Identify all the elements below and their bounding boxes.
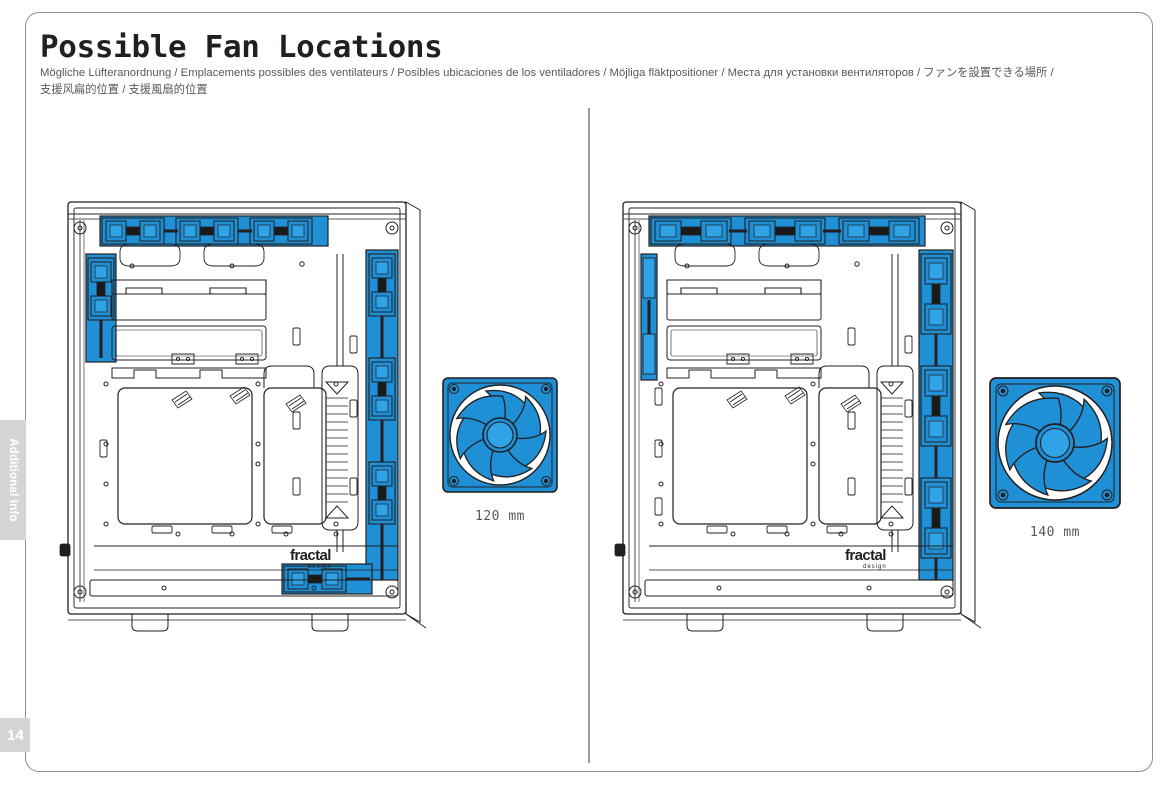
case-diagram-140mm: fractal design xyxy=(609,188,989,648)
fan-mount-front-column xyxy=(918,249,954,581)
fan-mount-top-row xyxy=(99,215,329,247)
brand-logo: fractal design xyxy=(290,547,332,570)
fan-140mm-label: 140 mm xyxy=(1030,525,1080,540)
panel-divider xyxy=(588,108,590,763)
fan-mount-front-column xyxy=(365,249,399,581)
fan-140mm: 140 mm xyxy=(987,375,1123,540)
fan-120mm: 120 mm xyxy=(440,375,560,524)
fan-120mm-label: 120 mm xyxy=(475,509,525,524)
case-diagram-120mm: fractal design xyxy=(54,188,434,648)
section-tab-additional-info[interactable]: Additional Info xyxy=(0,420,26,540)
subtitle-line-1: Mögliche Lüfteranordnung / Emplacements … xyxy=(40,67,1054,79)
section-tab-label: Additional Info xyxy=(7,438,19,522)
fan-mount-rear xyxy=(640,253,658,381)
svg-text:design: design xyxy=(308,564,332,570)
subtitle-line-2: 支援风扁的位置 / 支援風扇的位置 xyxy=(40,84,208,96)
page-title: Possible Fan Locations xyxy=(40,30,443,65)
svg-text:fractal: fractal xyxy=(290,547,331,564)
svg-text:design: design xyxy=(863,564,887,570)
panel-120mm: fractal design xyxy=(40,110,585,760)
fan-mount-rear xyxy=(85,253,117,363)
brand-logo: fractal design xyxy=(845,547,887,570)
page-subtitle: Mögliche Lüfteranordnung / Emplacements … xyxy=(40,65,1135,99)
panel-140mm: fractal design xyxy=(595,110,1140,760)
fan-mount-bottom xyxy=(281,563,373,595)
page-number-badge: 14 xyxy=(0,718,30,752)
page-number-label: 14 xyxy=(7,727,24,744)
svg-text:fractal: fractal xyxy=(845,547,886,564)
fan-mount-top-row xyxy=(648,215,926,247)
